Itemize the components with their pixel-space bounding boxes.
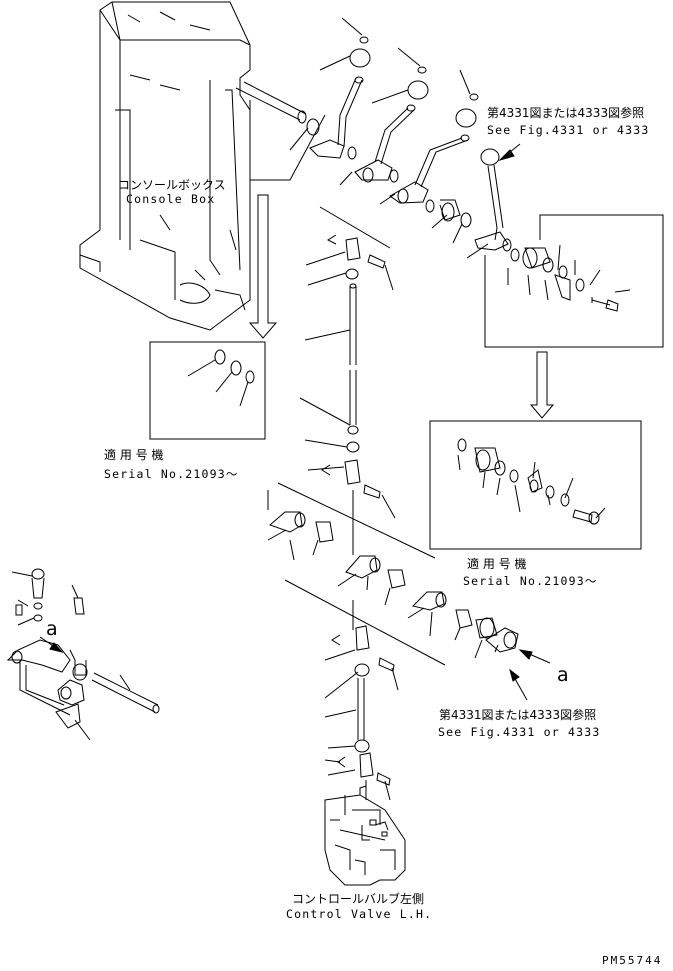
drawing-code: PM55744: [602, 954, 663, 967]
view-a-arrows-right: [509, 649, 551, 701]
view-a-arrow-left: [39, 636, 64, 653]
arrow-down-inset: [529, 351, 555, 419]
serial-2-label-en: Serial No.21093～: [463, 574, 598, 588]
serial-inset-box-1: [149, 341, 266, 440]
control-valve-label-jp: コントロールバルブ左側: [292, 892, 425, 906]
ref-arrow-top: [498, 143, 521, 162]
console-box-label-jp: コンソールボックス: [118, 178, 226, 192]
console-box-label-en: Console Box: [126, 192, 216, 206]
rod-assembly: [299, 206, 396, 555]
serial-1-label-jp: 適 用 号 機: [104, 448, 164, 462]
middle-lever-assembly: [267, 482, 519, 666]
serial-1-label-en: Serial No.21093～: [104, 467, 239, 481]
ref-top-label-jp: 第4331図または4333図参照: [487, 106, 645, 120]
ref-bottom-label-jp: 第4331図または4333図参照: [439, 708, 597, 722]
lower-rod-assembly: [324, 600, 399, 801]
view-a-linkage: [6, 568, 160, 741]
ref-bottom-label-en: See Fig.4331 or 4333: [438, 725, 601, 739]
view-a-label-right: a: [557, 664, 569, 686]
control-valve-label-en: Control Valve L.H.: [286, 907, 433, 921]
levers-top: [289, 17, 512, 259]
serial-2-label-jp: 適 用 号 機: [467, 557, 527, 571]
arrow-down-console: [248, 194, 278, 339]
serial-inset-box-2: [429, 420, 642, 550]
ref-top-label-en: See Fig.4331 or 4333: [487, 123, 650, 137]
view-a-label-left: a: [46, 618, 58, 640]
control-valve-drawing: [324, 785, 406, 886]
console-box-drawing: [79, 1, 326, 331]
detail-inset-box-upper: [484, 214, 664, 348]
